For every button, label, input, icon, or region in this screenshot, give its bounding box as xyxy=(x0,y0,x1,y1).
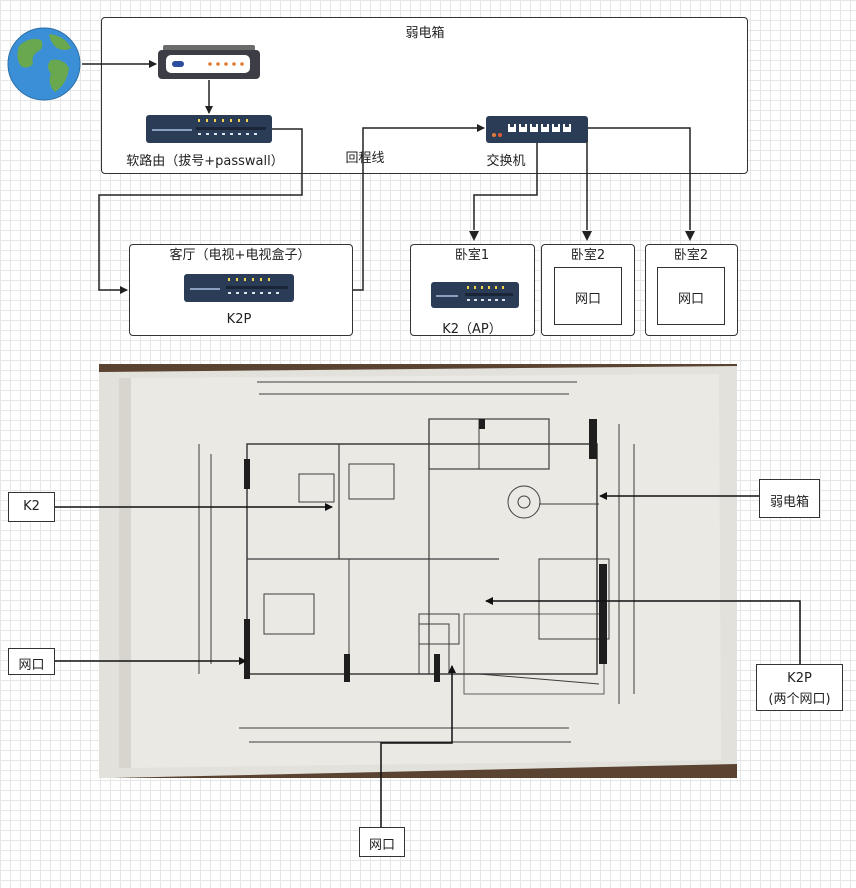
leader-k2p xyxy=(486,601,800,664)
leader-port-bottom xyxy=(381,666,452,827)
